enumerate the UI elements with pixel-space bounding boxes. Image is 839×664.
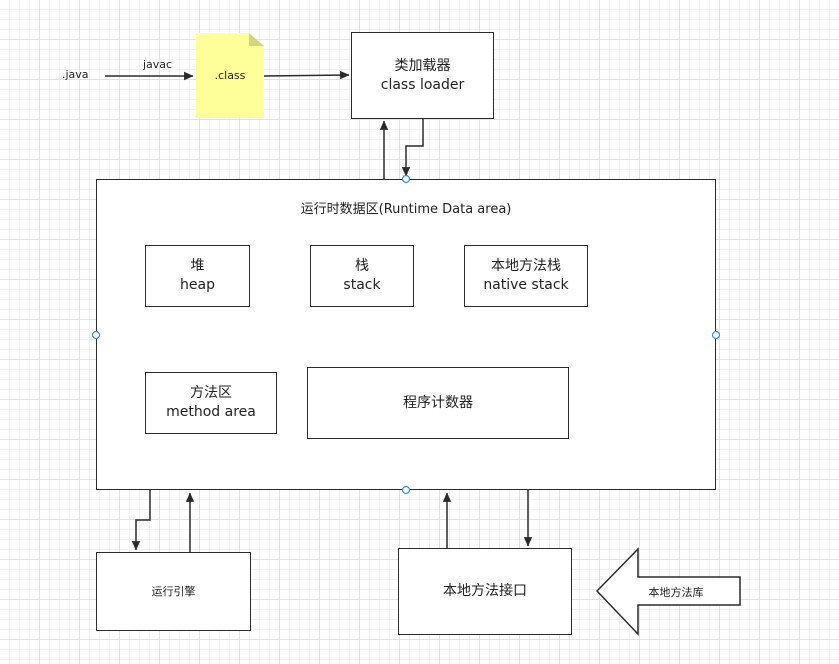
execution-engine-box[interactable]: 运行引擎 (96, 552, 251, 631)
pc-register-label: 程序计数器 (403, 394, 473, 411)
note-fold-corner (249, 33, 264, 46)
class-loader-en: class loader (380, 76, 465, 93)
java-file-label: .java (62, 68, 89, 81)
javac-label: javac (143, 58, 173, 71)
stack-cn: 栈 (355, 258, 369, 274)
execution-engine-label: 运行引擎 (151, 585, 196, 598)
native-interface-box[interactable]: 本地方法接口 (398, 548, 572, 635)
heap-box[interactable]: 堆 heap (145, 245, 250, 307)
arrow-runtime-to-engine (131, 490, 151, 551)
arrow-class-to-loader (263, 70, 350, 80)
method-area-cn: 方法区 (190, 385, 232, 401)
native-stack-en: native stack (483, 277, 569, 293)
native-interface-label: 本地方法接口 (443, 583, 527, 599)
class-loader-cn: 类加载器 (394, 57, 451, 74)
method-area-en: method area (166, 404, 256, 420)
native-stack-box[interactable]: 本地方法栈 native stack (464, 245, 588, 307)
native-stack-cn: 本地方法栈 (491, 258, 561, 274)
arrow-loader-to-runtime (401, 119, 424, 177)
stack-box[interactable]: 栈 stack (310, 245, 414, 307)
heap-cn: 堆 (190, 258, 205, 274)
runtime-data-area[interactable]: 运行时数据区(Runtime Data area) (96, 179, 716, 490)
class-file-note[interactable]: .class (196, 33, 264, 118)
class-file-label: .class (214, 69, 246, 82)
stack-en: stack (343, 277, 381, 293)
pc-register-box[interactable]: 程序计数器 (307, 367, 569, 439)
heap-en: heap (180, 277, 215, 293)
runtime-data-area-title: 运行时数据区(Runtime Data area) (300, 202, 512, 217)
method-area-box[interactable]: 方法区 method area (145, 372, 277, 434)
class-loader-box[interactable]: 类加载器 class loader (351, 32, 494, 119)
native-library-label[interactable]: 本地方法库 (648, 586, 704, 599)
